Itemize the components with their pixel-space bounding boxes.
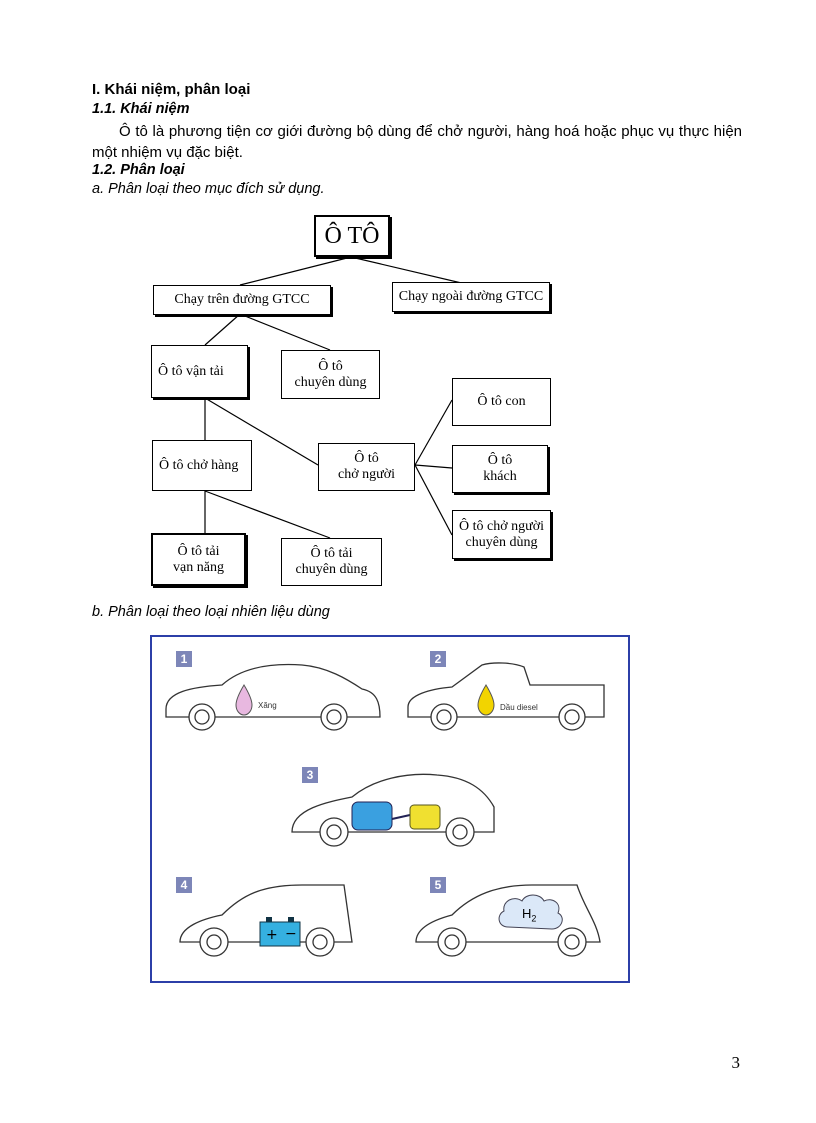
car5-hub-rear [564,934,580,950]
diagram-root-box: Ô TÔ [314,215,390,257]
diagram-bus-box: Ô tô khách [452,445,548,493]
by-fuel-heading: b. Phân loại theo loại nhiên liệu dùng [92,604,330,620]
truck-special-line1: Ô tô tải [310,546,353,561]
diesel-drop-icon [477,684,495,716]
fuel-badge-1: 1 [176,651,192,667]
connector-passenger-bus [414,464,453,469]
passenger-line1: Ô tô [354,451,379,466]
hydrogen-subscript: 2 [531,913,537,924]
combustion-engine-icon [409,804,441,830]
truck-special-line2: chuyên dùng [295,562,368,577]
car4-hub-rear [312,934,328,950]
diagram-special-passenger-box: Ô tô chở người chuyên dùng [452,510,551,559]
battery-minus-sign: − [285,926,297,942]
hybrid-car-body [291,773,495,833]
hydrogen-symbol: H [522,906,532,921]
connector-onroad-special [239,313,331,351]
truck-general-line2: vạn năng [173,559,224,575]
diagram-passenger-box: Ô tô chở người [318,443,415,491]
pickup-car-body [407,662,605,718]
classify-heading: 1.2. Phân loại [92,162,185,178]
by-purpose-heading: a. Phân loại theo mục đích sử dụng. [92,181,325,197]
battery-plus-sign: + [266,927,278,943]
diagram-truck-general-box: Ô tô tải vạn năng [151,533,246,586]
connector-transport-passenger [204,397,319,466]
petrol-label: Xăng [258,701,277,710]
connector-passenger-special [414,464,453,536]
concept-paragraph: Ô tô là phương tiện cơ giới đường bộ dùn… [92,123,742,161]
battery-icon [259,921,301,947]
fuel-type-illustration: + − 1 2 3 4 5 Xăng Dầu diesel H2 [150,635,630,983]
special-line1: Ô tô [318,358,343,374]
passenger-line2: chở người [338,467,395,482]
hydrogen-cloud-icon [498,894,563,930]
bus-line1: Ô tô [487,453,513,468]
car2-hub-front [436,709,452,725]
connector-cargo-special [204,490,331,539]
diesel-label: Dầu diesel [500,703,538,712]
petrol-drop-icon [235,684,253,716]
diagram-onroad-box: Chạy trên đường GTCC [153,285,331,315]
battery-terminal-plus [266,917,272,922]
diagram-truck-special-box: Ô tô tải chuyên dùng [281,538,382,586]
electric-motor-icon [351,801,393,831]
car1-hub-front [194,709,210,725]
battery-terminal-minus [288,917,294,922]
diagram-transport-box: Ô tô vận tải [151,345,248,398]
connector-onroad-transport [204,313,241,346]
connector-passenger-car [414,399,453,466]
page-number: 3 [731,1053,741,1072]
fuel-badge-3: 3 [302,767,318,783]
diagram-special-box: Ô tô chuyên dùng [281,350,380,399]
fuel-badge-4: 4 [176,877,192,893]
car5-hub-front [444,934,460,950]
car2-hub-rear [564,709,580,725]
diagram-cargo-box: Ô tô chở hàng [152,440,252,491]
fuel-badge-5: 5 [430,877,446,893]
hydrogen-label: H2 [522,906,536,924]
diagram-car-box: Ô tô con [452,378,551,426]
special-passenger-line2: chuyên dùng [465,534,538,550]
section-title: I. Khái niệm, phân loại [92,81,251,98]
electric-car-body [179,884,353,943]
fuel-cars-drawing: + − [165,662,605,957]
connector-root-offroad [350,256,471,286]
connector-root-onroad [239,256,352,286]
truck-general-line1: Ô tô tải [177,543,220,559]
car4-hub-front [206,934,222,950]
hybrid-plug-icon [391,814,411,820]
concept-heading: 1.1. Khái niệm [92,101,190,117]
car3-hub-rear [452,824,468,840]
car1-hub-rear [326,709,342,725]
special-line2: chuyên dùng [294,374,367,390]
sedan-car-body [165,663,381,718]
special-passenger-line1: Ô tô chở người [459,518,544,534]
fuel-badge-2: 2 [430,651,446,667]
diagram-offroad-box: Chạy ngoài đường GTCC [392,282,550,312]
bus-line2: khách [483,469,517,484]
car3-hub-front [326,824,342,840]
